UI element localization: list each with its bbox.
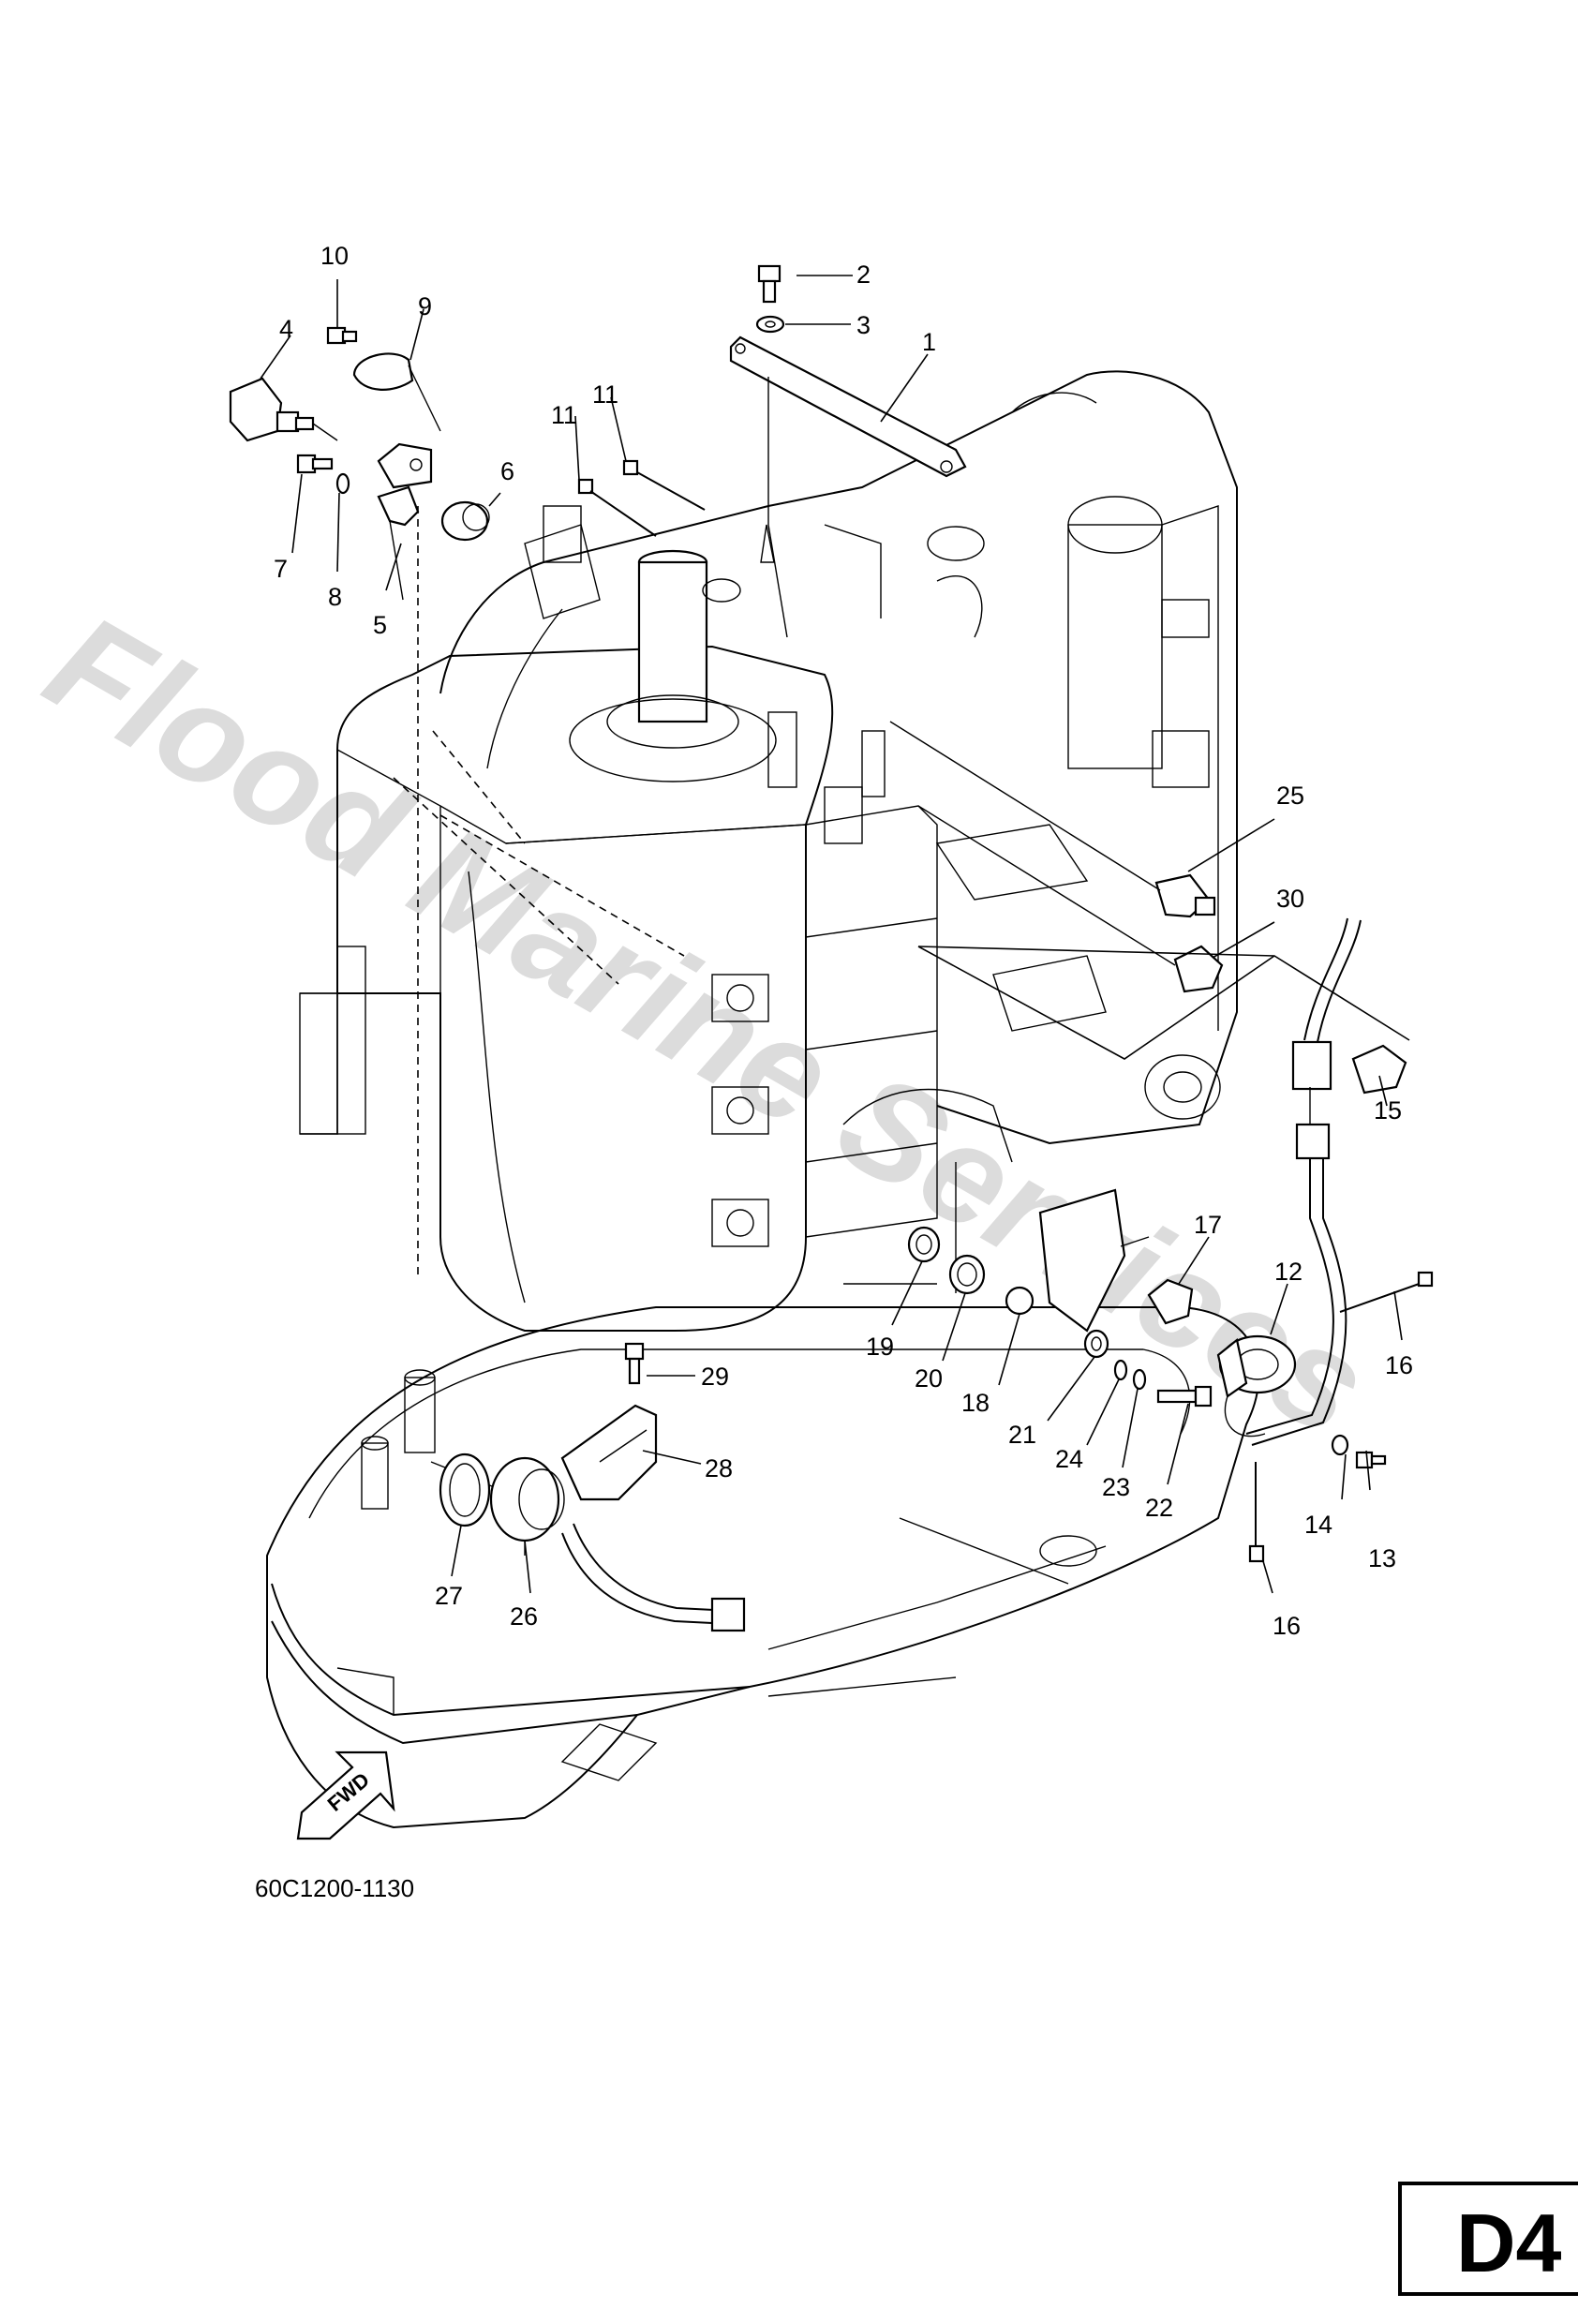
part-14-washer [1331, 1434, 1349, 1456]
bottom-cowling [266, 1306, 1260, 1829]
callout-15: 15 [1374, 1096, 1402, 1125]
part-15-clip [1351, 1044, 1407, 1095]
part-11-cable-ties [577, 459, 706, 537]
part-20-grommet [948, 1254, 986, 1295]
drawing-code: 60C1200-1130 [255, 1874, 414, 1902]
fwd-arrow: FWD [296, 1750, 395, 1840]
part-4-sensor [229, 377, 338, 442]
part-13-bolt [1355, 1451, 1387, 1469]
callout-labels: 1 2 3 4 5 6 7 8 9 10 11 11 12 13 14 15 1… [274, 242, 1413, 1640]
callout-22: 22 [1145, 1494, 1173, 1522]
part-25-sensor [889, 721, 1216, 918]
part-28-bracket [560, 1404, 658, 1501]
part-12-sensor [1216, 1334, 1297, 1438]
part-27-o-ring [439, 1452, 491, 1527]
power-head [299, 645, 938, 1332]
callout-29: 29 [701, 1363, 729, 1391]
part-30-clip [917, 805, 1224, 993]
callout-27: 27 [435, 1582, 463, 1610]
callout-4: 4 [279, 315, 293, 343]
callout-25: 25 [1276, 782, 1304, 810]
part-16-cable-tie-upper [1339, 1271, 1434, 1313]
callout-6: 6 [500, 457, 514, 485]
part-10-bolt [326, 326, 358, 345]
holder-plate [377, 442, 433, 489]
leader-lines [260, 275, 1403, 1594]
part-23-washer [1132, 1368, 1147, 1391]
callout-14: 14 [1304, 1511, 1332, 1539]
part-5-clamp [377, 485, 420, 601]
detail-frame [917, 946, 1410, 1060]
callout-5: 5 [373, 611, 387, 639]
part-16-cable-tie-lower [1248, 1462, 1265, 1563]
page-id-box: D4 [1398, 2182, 1578, 2296]
callout-7: 7 [274, 555, 288, 583]
callout-20: 20 [915, 1364, 943, 1393]
callout-28: 28 [705, 1454, 733, 1482]
page-id: D4 [1456, 2197, 1562, 2289]
part-22-bolt [1156, 1385, 1213, 1408]
callout-23: 23 [1102, 1473, 1130, 1501]
callout-9: 9 [418, 292, 432, 320]
callout-17: 17 [1194, 1211, 1222, 1239]
callout-21: 21 [1008, 1421, 1036, 1449]
part-1-stay [729, 335, 967, 563]
callout-3: 3 [856, 311, 871, 339]
watermark-text: Flood Marine Services [22, 583, 1393, 1466]
callout-16a: 16 [1385, 1351, 1413, 1379]
part-6-grommet [440, 500, 490, 542]
engine-top [439, 370, 1238, 1293]
callout-18: 18 [961, 1389, 990, 1417]
wire-harness [1245, 917, 1362, 1446]
part-24-washer [1113, 1359, 1128, 1381]
callout-26: 26 [510, 1602, 538, 1631]
part-26-socket [489, 1456, 746, 1632]
callout-12: 12 [1274, 1258, 1303, 1286]
part-8-washer [335, 472, 350, 495]
part-19-grommet [907, 1226, 941, 1263]
part-3-washer [755, 315, 785, 334]
callout-1: 1 [922, 328, 936, 356]
part-2-bolt [757, 264, 782, 304]
callout-13: 13 [1368, 1544, 1396, 1572]
part-9-clamp [352, 352, 441, 432]
part-18-bracket [1005, 1188, 1150, 1333]
part-29-screw [624, 1342, 645, 1385]
part-7-screw [296, 454, 334, 474]
part-21-collar [1083, 1329, 1109, 1359]
part-17-holder [1147, 1278, 1194, 1325]
callout-11a: 11 [551, 401, 577, 429]
callout-19: 19 [866, 1333, 894, 1361]
callout-8: 8 [328, 583, 342, 611]
callout-11b: 11 [592, 380, 618, 409]
callout-30: 30 [1276, 885, 1304, 913]
callout-10: 10 [320, 242, 349, 270]
callout-24: 24 [1055, 1445, 1083, 1473]
callout-16b: 16 [1273, 1612, 1301, 1640]
hidden-lines [393, 506, 685, 1274]
callout-2: 2 [856, 261, 871, 289]
